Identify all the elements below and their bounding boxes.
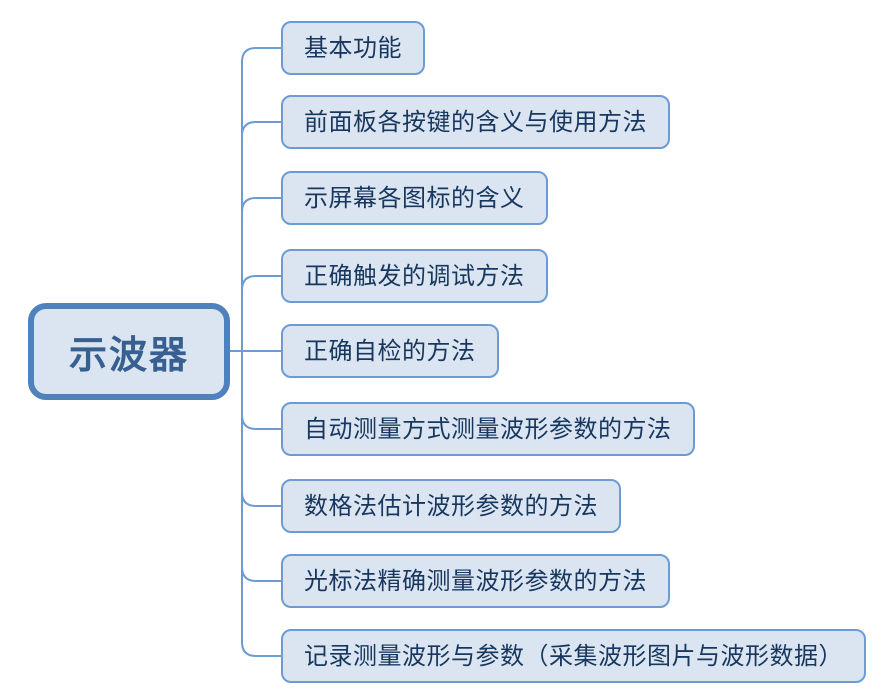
branch-node[interactable]: 正确自检的方法 xyxy=(281,324,499,378)
branch-node-label: 光标法精确测量波形参数的方法 xyxy=(304,568,647,595)
branch-node-label: 基本功能 xyxy=(304,35,402,62)
branch-node[interactable]: 数格法估计波形参数的方法 xyxy=(281,479,621,533)
branch-node[interactable]: 前面板各按键的含义与使用方法 xyxy=(281,95,670,149)
branch-node[interactable]: 基本功能 xyxy=(281,21,425,75)
branch-node-label: 正确自检的方法 xyxy=(304,338,476,365)
branch-node-label: 记录测量波形与参数（采集波形图片与波形数据） xyxy=(304,643,843,670)
branch-node-label: 前面板各按键的含义与使用方法 xyxy=(304,109,647,136)
branch-node[interactable]: 自动测量方式测量波形参数的方法 xyxy=(281,402,695,456)
branch-node-label: 自动测量方式测量波形参数的方法 xyxy=(304,416,672,443)
branch-node-label: 正确触发的调试方法 xyxy=(304,263,525,290)
root-node-label: 示波器 xyxy=(68,335,189,377)
branch-node-label: 示屏幕各图标的含义 xyxy=(304,185,525,212)
branch-node[interactable]: 正确触发的调试方法 xyxy=(281,249,548,303)
root-node[interactable]: 示波器 xyxy=(28,303,230,400)
branch-node-label: 数格法估计波形参数的方法 xyxy=(304,493,598,520)
branch-node[interactable]: 光标法精确测量波形参数的方法 xyxy=(281,554,670,608)
branch-node[interactable]: 记录测量波形与参数（采集波形图片与波形数据） xyxy=(281,629,866,683)
branch-node[interactable]: 示屏幕各图标的含义 xyxy=(281,171,548,225)
